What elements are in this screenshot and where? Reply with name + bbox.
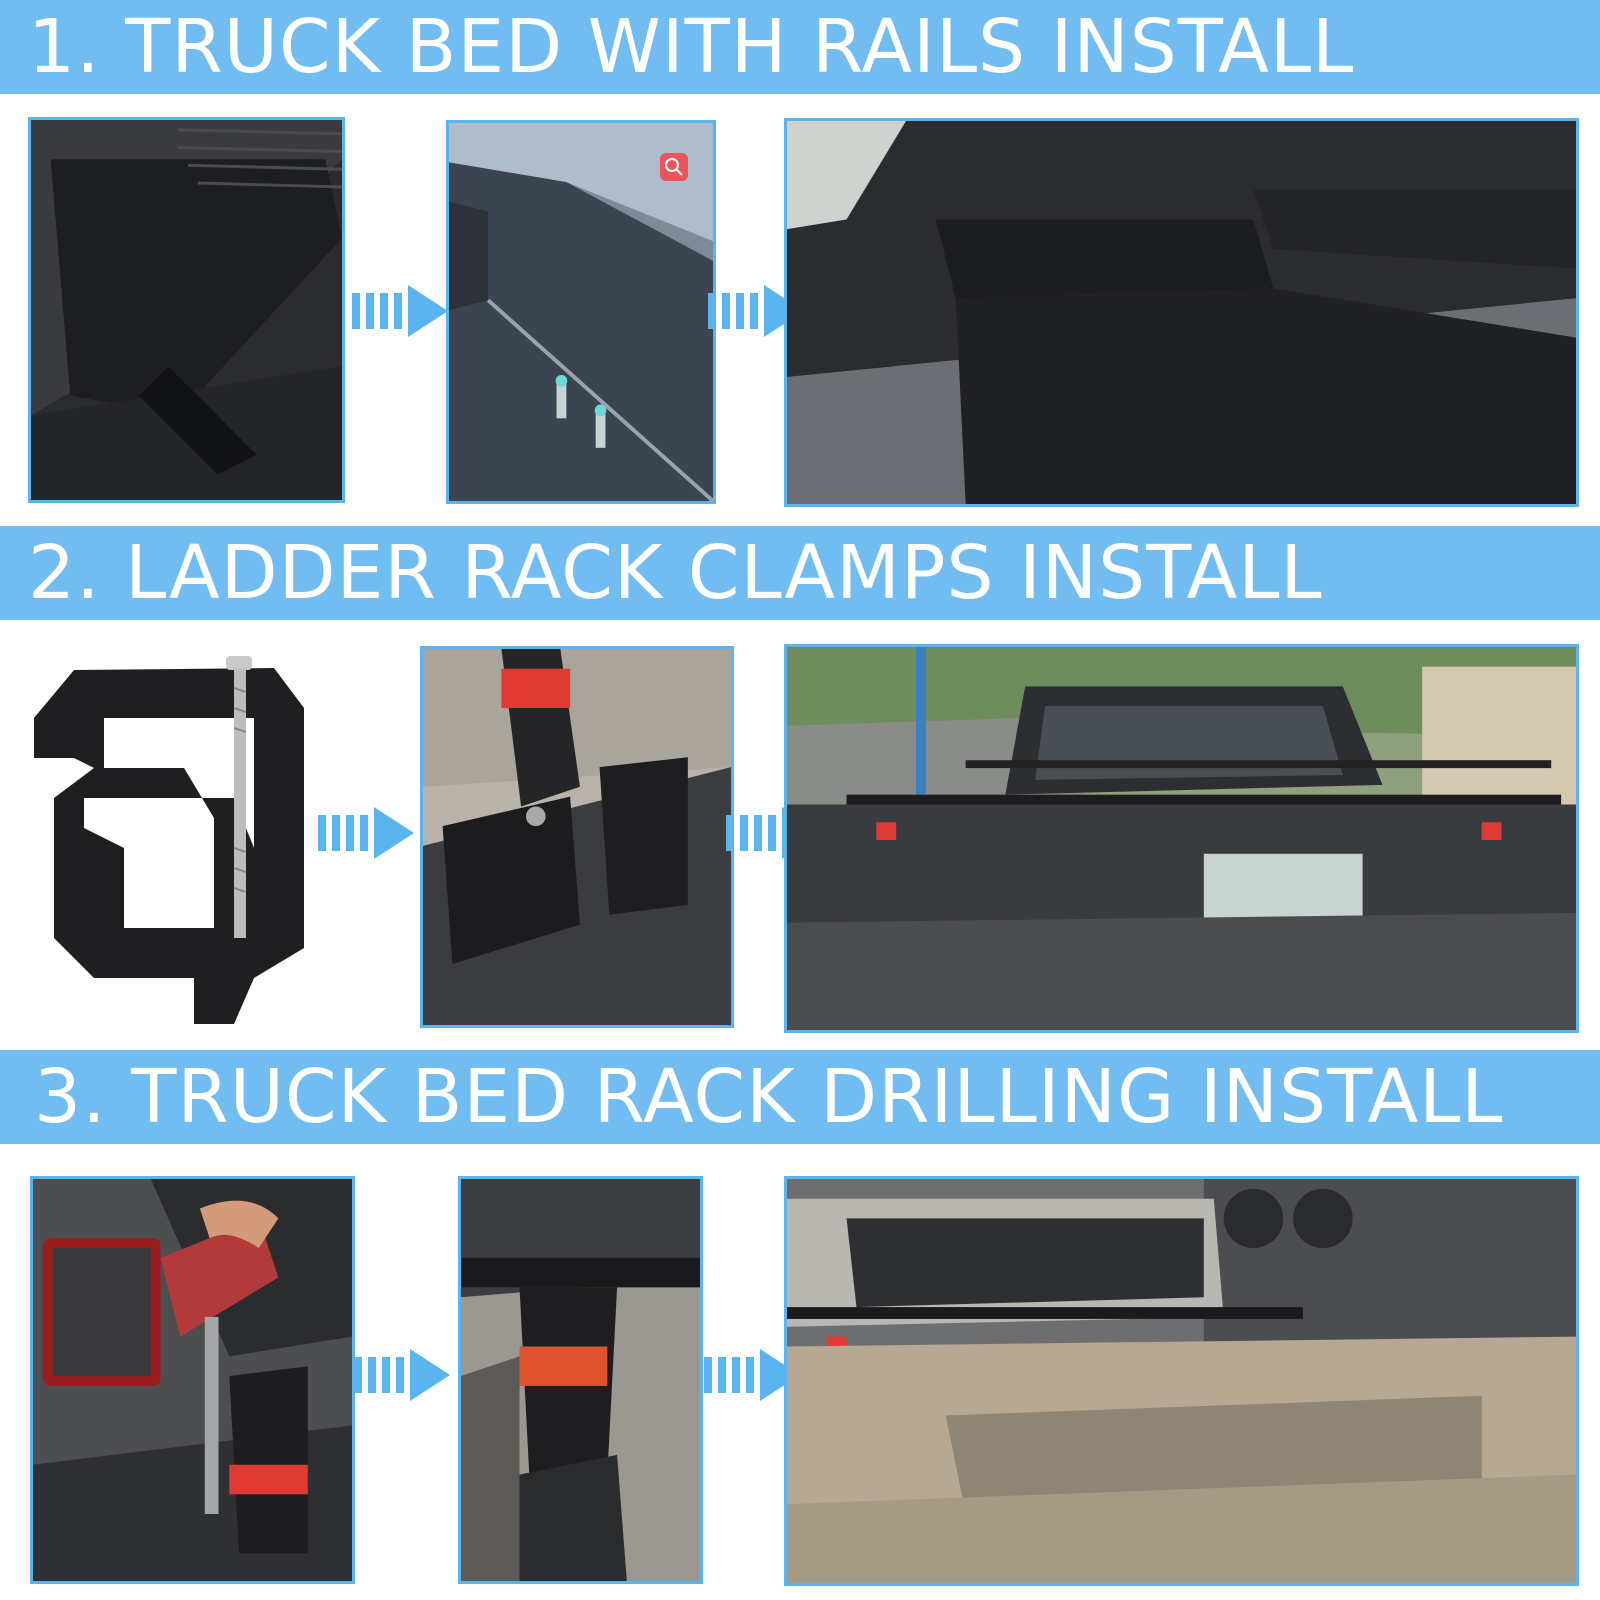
step-arrow-3a	[352, 1347, 452, 1403]
magnifier-icon[interactable]	[660, 153, 688, 181]
photo-drilling-with-impact-driver	[30, 1176, 355, 1584]
photo-rack-on-ford-truck	[784, 644, 1579, 1033]
section-3-banner: 3. TRUCK BED RACK DRILLING INSTALL	[0, 1050, 1600, 1144]
photo-clamp-on-bed-rail	[420, 646, 734, 1028]
section-3-title: 3. TRUCK BED RACK DRILLING INSTALL	[34, 1054, 1504, 1140]
section-1-banner: 1. TRUCK BED WITH RAILS INSTALL	[0, 0, 1600, 94]
photo-rail-cap-installed	[784, 118, 1579, 507]
step-arrow-1a	[350, 283, 450, 339]
step-arrow-3b	[702, 1347, 802, 1403]
photo-rack-leg-mounted	[458, 1176, 703, 1584]
section-1-title: 1. TRUCK BED WITH RAILS INSTALL	[28, 4, 1355, 90]
photo-rack-on-toyota-truck	[784, 1176, 1579, 1586]
section-2-title: 2. LADDER RACK CLAMPS INSTALL	[28, 530, 1323, 616]
step-arrow-2a	[316, 805, 416, 861]
section-2-banner: 2. LADDER RACK CLAMPS INSTALL	[0, 526, 1600, 620]
photo-c-clamp-product	[14, 648, 314, 1024]
photo-rail-corner-closeup	[28, 117, 345, 503]
